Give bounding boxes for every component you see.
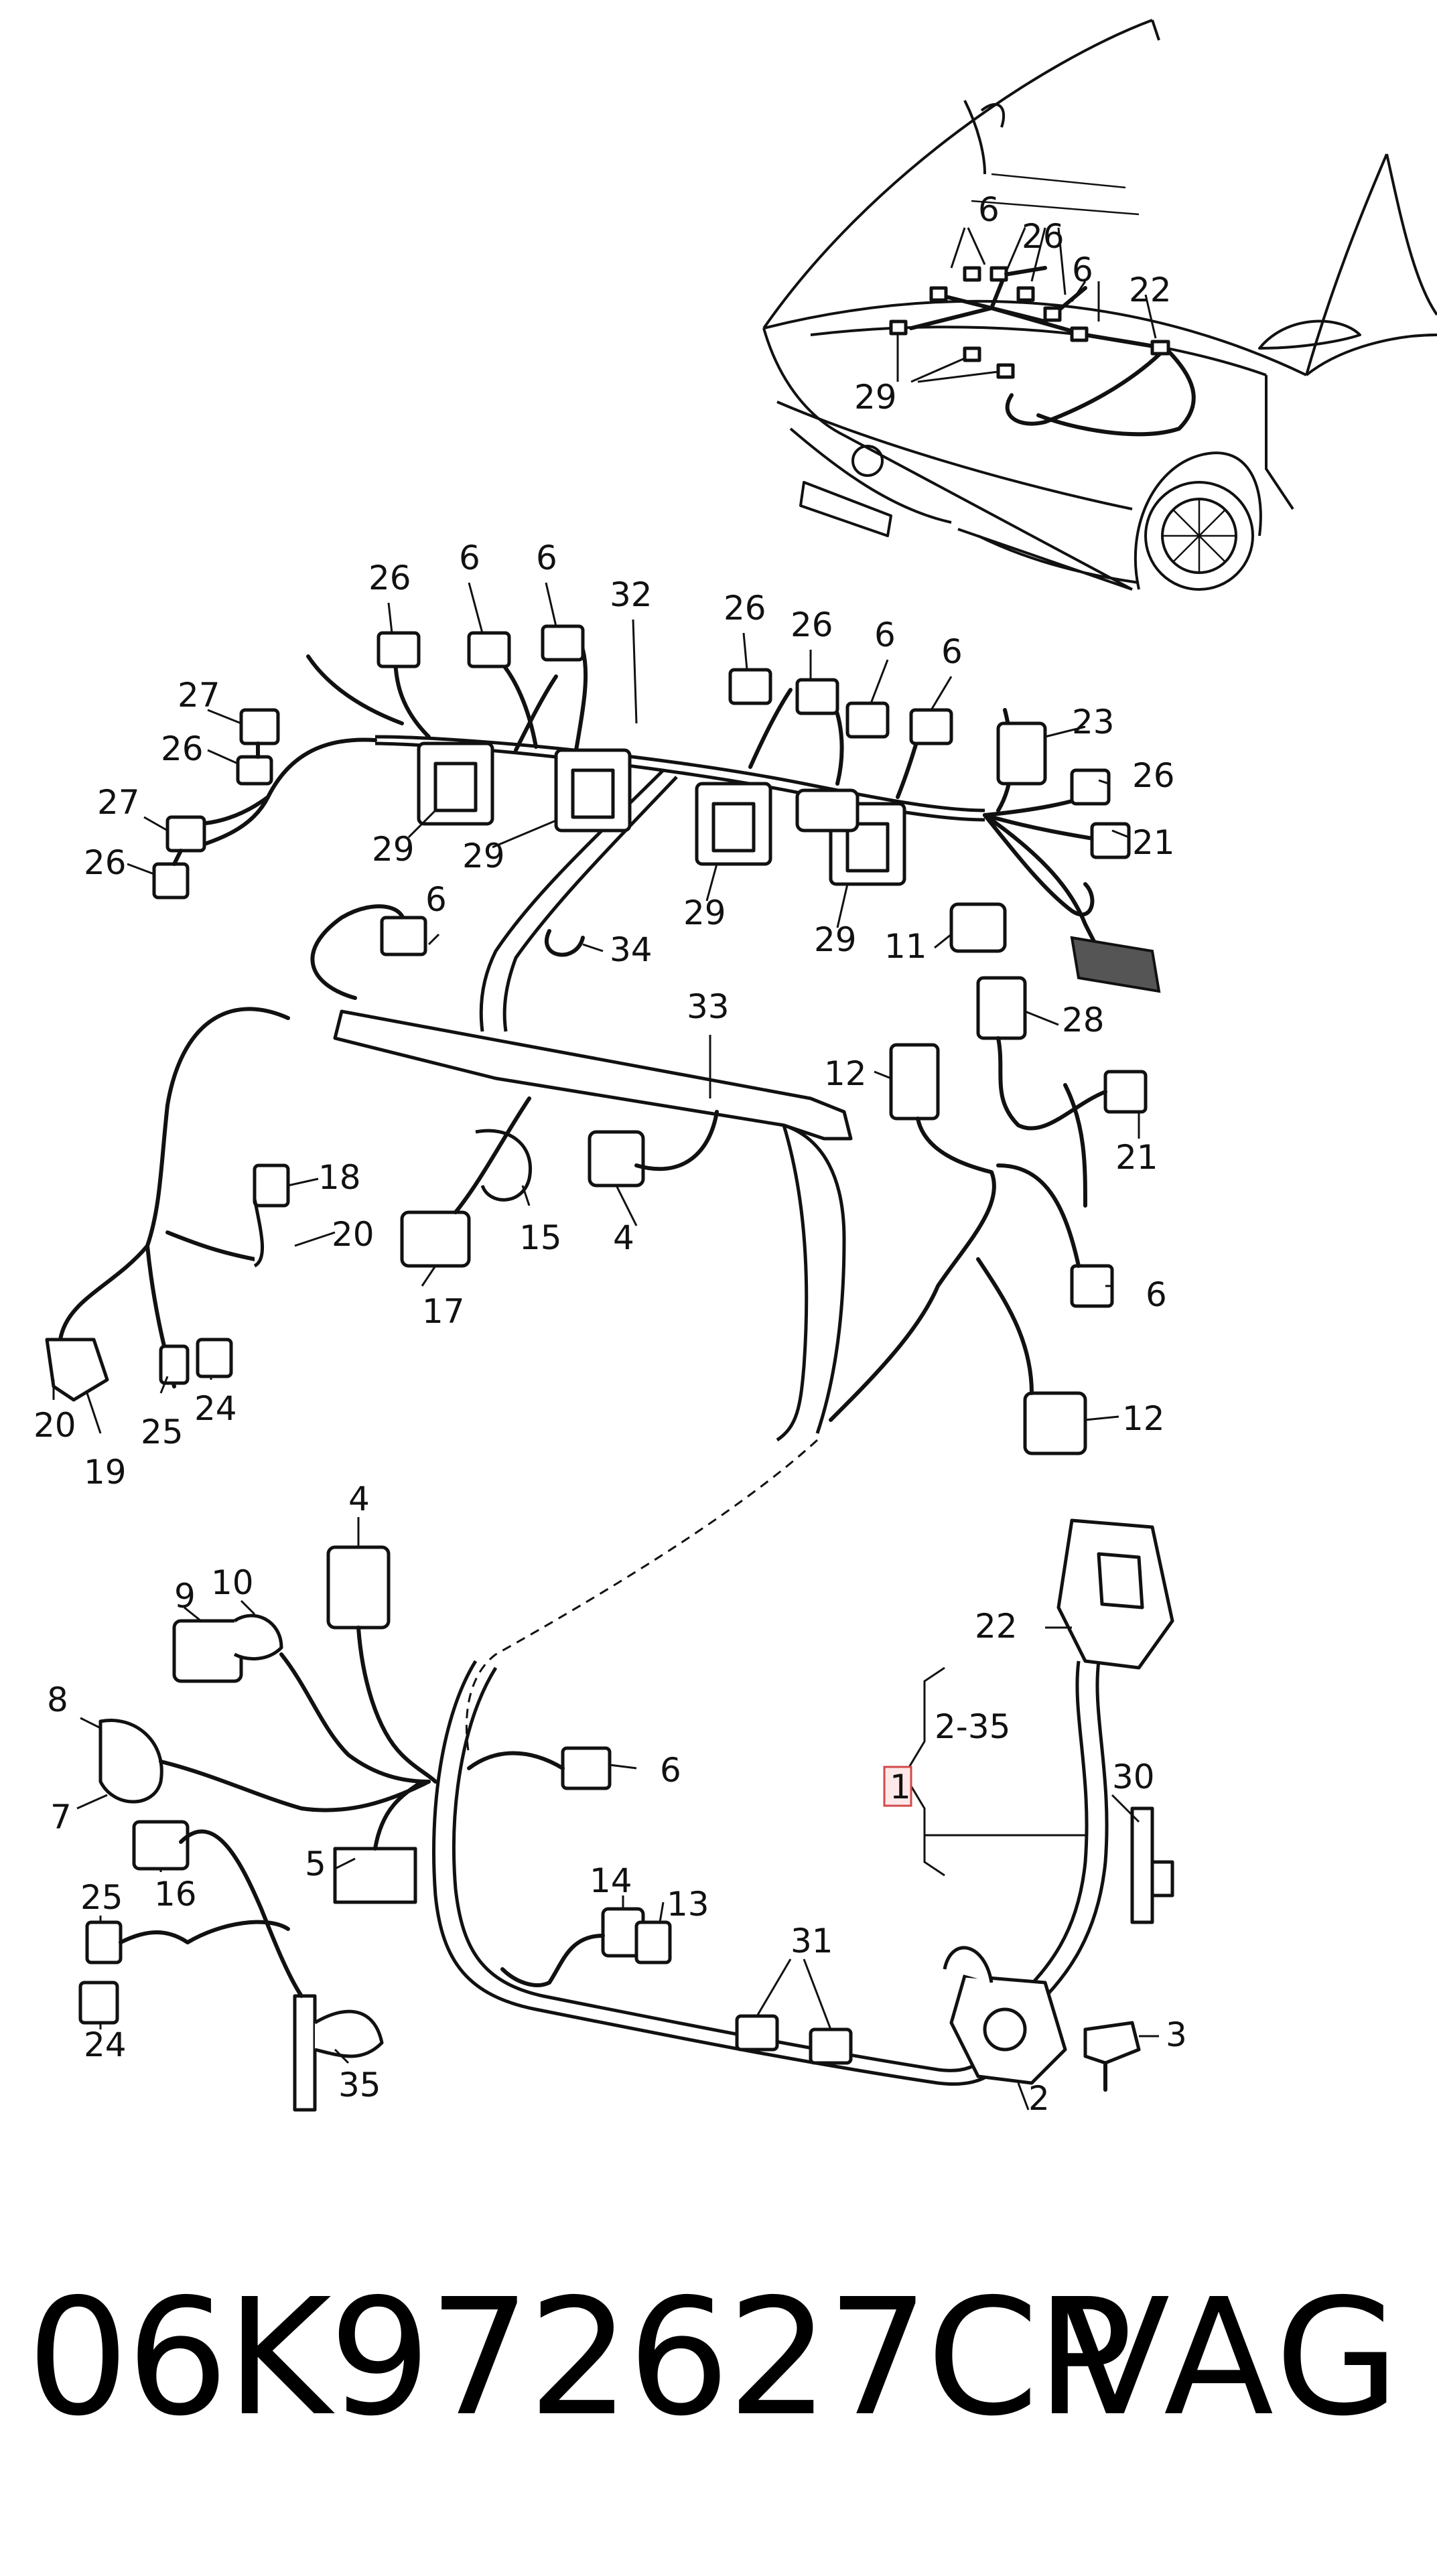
callout-3: 3 xyxy=(1166,2015,1187,2054)
upper-harness-callouts: 26 6 6 32 26 26 6 6 27 26 27 26 29 29 29… xyxy=(33,539,1175,1492)
callout-leaders xyxy=(52,582,1159,2110)
callout-26: 26 xyxy=(161,729,204,768)
callout-6: 6 xyxy=(874,616,896,654)
callout-35: 35 xyxy=(338,2066,381,2104)
callout-31: 31 xyxy=(791,1922,833,1960)
car-illustration xyxy=(762,19,1437,591)
callout-26: 26 xyxy=(1132,756,1175,795)
callout-29: 29 xyxy=(683,893,726,932)
callout-29: 29 xyxy=(814,920,857,959)
callout-12: 12 xyxy=(1122,1399,1165,1438)
callout-32: 32 xyxy=(610,575,653,614)
callout-21: 21 xyxy=(1132,823,1175,862)
callout-30: 30 xyxy=(1112,1758,1155,1796)
callout-18: 18 xyxy=(318,1158,361,1197)
callout-15: 15 xyxy=(519,1218,562,1257)
callout-car-26: 26 xyxy=(1022,217,1065,256)
upper-harness xyxy=(45,624,1161,1455)
callout-5: 5 xyxy=(305,1845,326,1883)
part-number: 06K972627CP xyxy=(27,2264,1133,2451)
callout-29: 29 xyxy=(372,830,415,869)
callout-21: 21 xyxy=(1115,1138,1158,1177)
callout-4: 4 xyxy=(348,1480,370,1518)
callout-4: 4 xyxy=(613,1218,634,1257)
callout-27: 27 xyxy=(178,676,220,715)
car-harness-overlay xyxy=(889,227,1196,437)
callout-25: 25 xyxy=(80,1878,123,1917)
callout-25: 25 xyxy=(141,1413,184,1451)
harness-bracket: 2-35 1 xyxy=(883,1707,1010,1807)
callout-12: 12 xyxy=(824,1054,867,1093)
brand-name: VAG xyxy=(1060,2264,1404,2451)
callout-car-6b: 6 xyxy=(1072,251,1093,289)
callout-6: 6 xyxy=(941,632,963,671)
callout-19: 19 xyxy=(84,1453,127,1492)
callout-14: 14 xyxy=(590,1861,632,1900)
callout-28: 28 xyxy=(1062,1001,1105,1040)
lower-harness-callouts: 4 10 9 8 7 6 5 16 14 13 25 24 35 31 22 3… xyxy=(47,1480,1187,2118)
callout-17: 17 xyxy=(422,1292,465,1331)
callout-7: 7 xyxy=(50,1798,72,1837)
callout-16: 16 xyxy=(154,1875,197,1914)
lower-harness xyxy=(78,1439,1174,2112)
callout-8: 8 xyxy=(47,1680,68,1719)
callout-22: 22 xyxy=(975,1607,1018,1646)
main-part-highlight[interactable] xyxy=(883,1766,912,1807)
callout-6: 6 xyxy=(1146,1275,1167,1314)
callout-20: 20 xyxy=(33,1406,76,1445)
callout-2: 2 xyxy=(1028,2079,1050,2118)
callout-6: 6 xyxy=(459,539,480,577)
callout-car-29: 29 xyxy=(854,378,897,417)
callout-29: 29 xyxy=(462,837,505,875)
callout-34: 34 xyxy=(610,930,653,969)
callout-26: 26 xyxy=(368,559,411,597)
callout-23: 23 xyxy=(1072,703,1115,741)
callout-9: 9 xyxy=(174,1577,196,1616)
callout-24: 24 xyxy=(194,1389,237,1428)
callout-13: 13 xyxy=(667,1885,709,1924)
callout-26: 26 xyxy=(724,589,766,628)
callout-27: 27 xyxy=(97,783,140,822)
callout-6: 6 xyxy=(425,880,447,919)
part-info-footer: 06K972627CP VAG xyxy=(0,2257,1437,2458)
callout-11: 11 xyxy=(884,927,927,966)
car-callouts: 6 26 6 22 29 xyxy=(854,190,1172,417)
callout-10: 10 xyxy=(211,1563,254,1602)
callout-6: 6 xyxy=(536,539,557,577)
callout-6: 6 xyxy=(660,1751,681,1790)
callout-24: 24 xyxy=(84,2025,127,2064)
callout-car-22: 22 xyxy=(1129,271,1172,309)
callout-33: 33 xyxy=(687,987,730,1026)
callout-car-6a: 6 xyxy=(978,190,1000,229)
main-part-label[interactable]: 1 xyxy=(890,1768,911,1806)
callout-26: 26 xyxy=(84,843,127,882)
range-label: 2-35 xyxy=(935,1707,1010,1746)
callout-20: 20 xyxy=(332,1215,374,1254)
callout-26: 26 xyxy=(791,605,833,644)
